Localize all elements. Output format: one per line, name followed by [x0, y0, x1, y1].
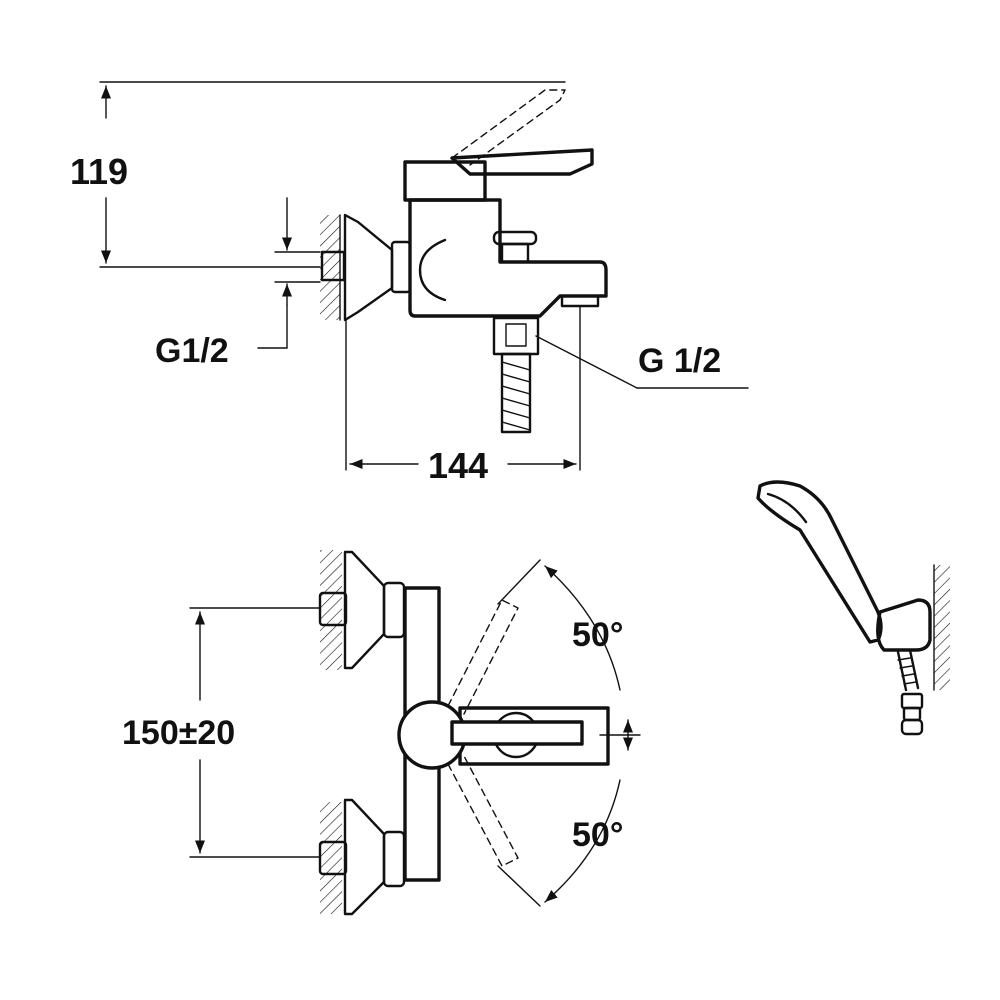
lever-raised-dashed — [451, 89, 566, 166]
angle-bottom-label: 50° — [572, 816, 623, 854]
front-view: 50° 50° 150±20 — [122, 550, 641, 916]
angle-top-label: 50° — [572, 616, 623, 654]
shower-face — [766, 492, 808, 524]
nut-bottom — [382, 830, 406, 888]
wall-hatch-side — [320, 215, 340, 320]
angle-arc-top — [544, 565, 621, 691]
wall-hatch-top — [320, 550, 342, 670]
dim-spacing-label: 150±20 — [122, 714, 235, 752]
shower-hose — [896, 648, 920, 692]
hand-shower — [756, 480, 950, 736]
connector-nut — [390, 240, 412, 294]
inlet-bottom — [318, 840, 348, 876]
angle-arc-bottom — [544, 779, 621, 903]
wall-hatch-bottom — [320, 802, 342, 914]
diverter-stem — [500, 242, 530, 264]
lever-handle — [450, 148, 594, 176]
shower-head — [756, 480, 883, 644]
lever-cap — [403, 160, 487, 202]
hose-connector — [900, 692, 924, 736]
dim-height-label: 119 — [70, 151, 128, 192]
dim-inlet-thread-label: G1/2 — [155, 332, 229, 370]
wall-hatch-shower — [934, 565, 950, 690]
escutcheon-top — [343, 550, 386, 670]
dim-width-label: 144 — [428, 445, 488, 486]
inlet-stub — [320, 250, 346, 282]
shower-holder — [876, 598, 932, 652]
lever-rotated-up-dashed — [447, 599, 519, 715]
lever-rotated-down-dashed — [447, 755, 519, 867]
escutcheon-side — [343, 213, 394, 322]
nut-top — [382, 581, 406, 639]
inlet-top — [318, 591, 348, 627]
side-view: 119 G1/2 G 1/2 144 — [70, 81, 749, 486]
body-curve — [418, 238, 447, 302]
dim-outlet-thread-label: G 1/2 — [638, 342, 721, 380]
mixer-body — [408, 198, 608, 318]
lever-front — [450, 720, 584, 746]
hose-side — [500, 352, 532, 434]
escutcheon-bottom — [343, 798, 386, 916]
